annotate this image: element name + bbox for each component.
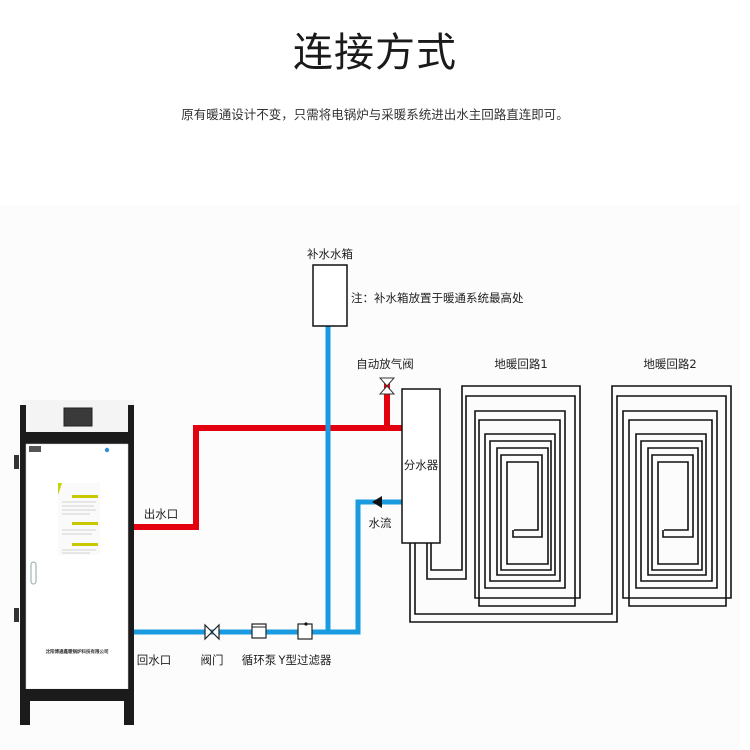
valve-label: 阀门	[201, 653, 224, 667]
page-title: 连接方式	[293, 30, 457, 76]
makeup-tank-note: 注：补水箱放置于暖通系统最高处	[351, 291, 524, 305]
boiler-side-port	[14, 608, 19, 622]
air-vent-label: 自动放气阀	[356, 357, 414, 371]
floor-heating-loop-1	[426, 385, 581, 607]
filter-label: Y型过滤器	[277, 653, 332, 667]
loop-2-label: 地暖回路2	[643, 357, 696, 371]
sticker-bar	[72, 543, 98, 546]
return-pipe	[134, 326, 402, 635]
manifold-label: 分水器	[404, 458, 439, 472]
valve-icon	[204, 623, 220, 641]
flow-label: 水流	[369, 516, 392, 530]
boiler-leg-right	[124, 701, 130, 725]
boiler-frame-bottom	[20, 689, 134, 701]
floor-heating-loop-2	[409, 385, 732, 623]
boiler-company-label: 沈阳博通鑫暖锅炉科技有限公司	[46, 648, 109, 655]
boiler-display-screen	[63, 407, 93, 427]
boiler-frame-right	[128, 405, 134, 725]
sticker-bar	[72, 495, 98, 498]
boiler-door-handle	[30, 561, 37, 585]
filter-icon	[297, 622, 313, 640]
sticker-accent	[58, 483, 62, 495]
boiler-frame-left	[20, 405, 26, 725]
pump-label: 循环泵	[242, 653, 277, 667]
boiler-side-port	[14, 455, 19, 469]
makeup-water-tank	[312, 264, 348, 327]
inlet-label: 回水口	[137, 653, 172, 667]
sticker-bar	[72, 522, 98, 525]
boiler-leg-left	[24, 701, 30, 725]
water-manifold	[401, 388, 441, 544]
flow-arrow-icon	[372, 496, 382, 508]
makeup-tank-label: 补水水箱	[307, 247, 353, 261]
page-subtitle: 原有暖通设计不变，只需将电锅炉与采暖系统进出水主回路直连即可。	[181, 107, 569, 122]
electric-boiler: 沈阳博通鑫暖锅炉科技有限公司	[14, 400, 134, 725]
boiler-badge-icon	[104, 447, 110, 453]
pump-icon	[251, 623, 267, 639]
boiler-frame-top	[20, 432, 134, 444]
sticker-text-lines	[62, 501, 96, 554]
boiler-logo	[29, 446, 41, 452]
loop-1-label: 地暖回路1	[494, 357, 547, 371]
supply-pipe	[134, 378, 402, 530]
outlet-label: 出水口	[144, 507, 179, 521]
air-vent-valve-icon	[378, 377, 396, 395]
